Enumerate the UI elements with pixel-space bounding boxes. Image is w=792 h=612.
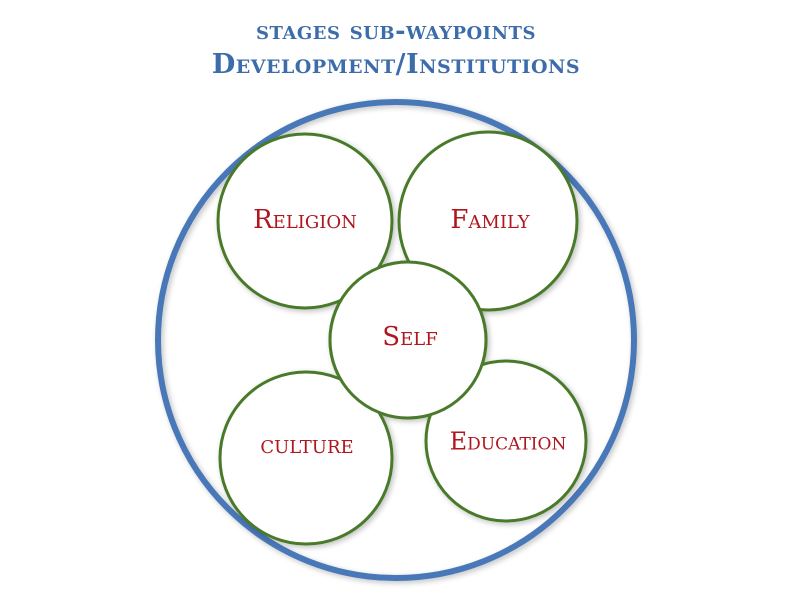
diagram-title: stages sub-waypoints Development/Institu…: [0, 14, 792, 82]
education-label: Education: [450, 428, 567, 456]
title-line-1: stages sub-waypoints: [256, 16, 536, 45]
culture-circle: [218, 370, 394, 546]
node-education: [424, 359, 588, 523]
family-label: Family: [450, 205, 530, 235]
node-family: [397, 130, 579, 312]
node-culture: [218, 370, 394, 546]
religion-label: Religion: [253, 205, 357, 235]
self-label: Self: [382, 322, 437, 352]
culture-label: culture: [260, 430, 353, 460]
education-circle: [424, 359, 588, 523]
family-circle: [397, 130, 579, 312]
self-circle-front: [328, 260, 488, 420]
religion-circle: [216, 132, 394, 310]
outer-circle: [155, 99, 637, 581]
node-religion: [216, 132, 394, 310]
title-line-2: Development/Institutions: [211, 49, 581, 80]
